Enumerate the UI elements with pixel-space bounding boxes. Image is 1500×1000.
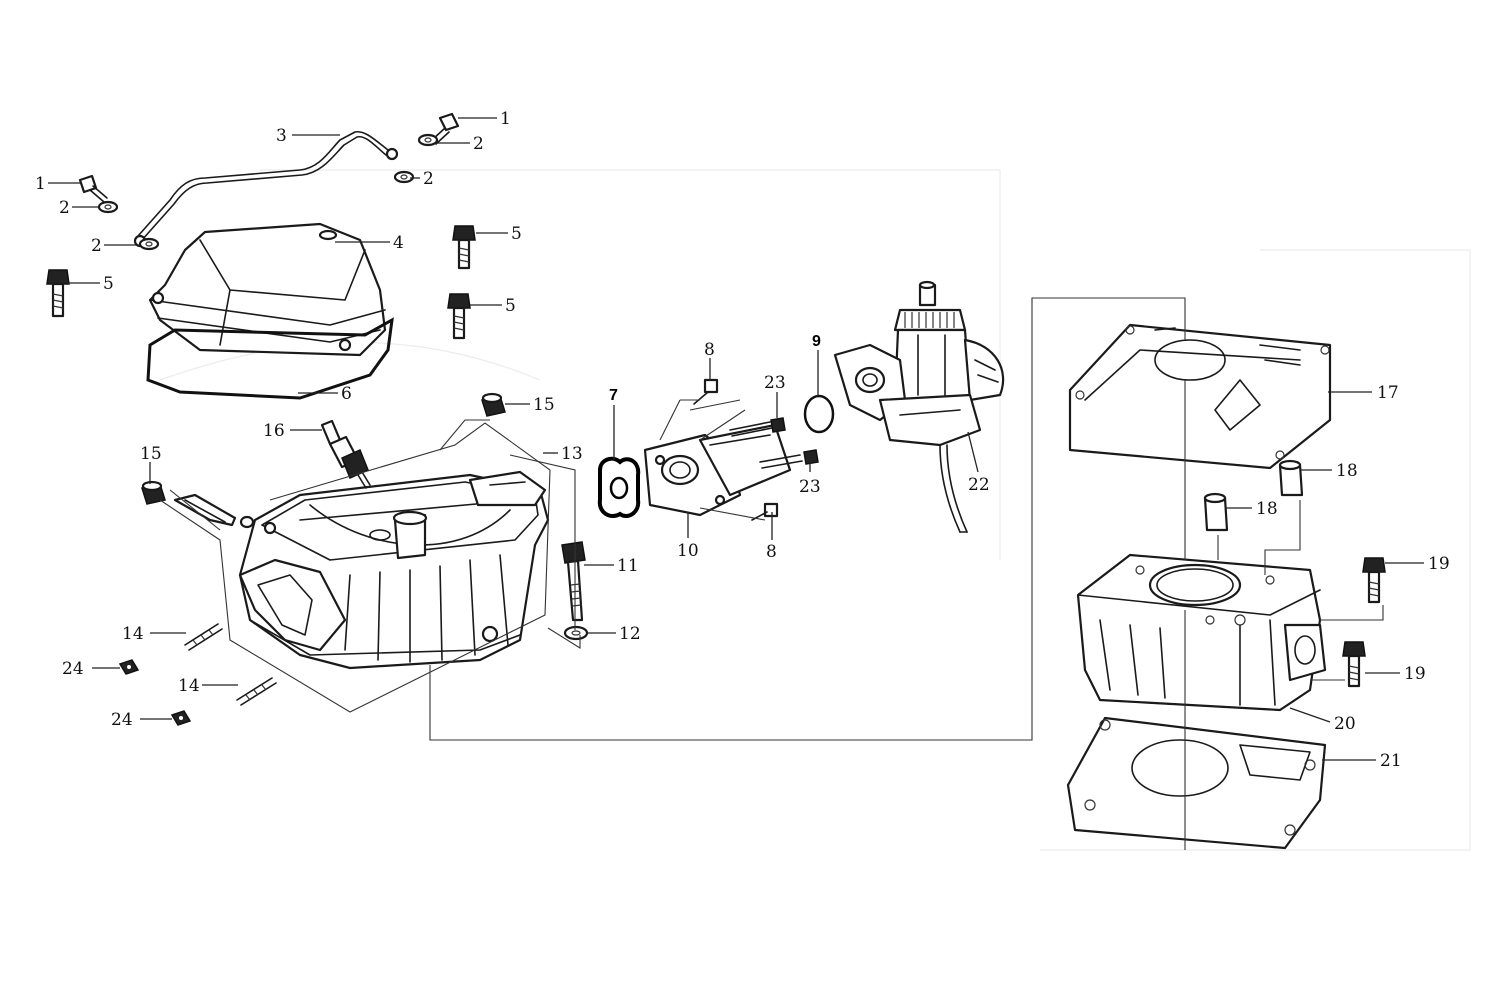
- cylinder-bolt-part-19-group: [1342, 557, 1386, 688]
- breather-pipe-part-3: [133, 130, 399, 248]
- callout-20: 20: [1334, 714, 1356, 734]
- callout-2-lower-left: 2: [91, 236, 102, 256]
- callout-1-left: 1: [35, 174, 46, 194]
- callout-5-lower: 5: [505, 296, 516, 316]
- cylinder-block-part-20: [1076, 553, 1327, 712]
- callout-19-lower: 19: [1404, 664, 1426, 684]
- callout-18-lower: 18: [1256, 499, 1278, 519]
- callout-15-upper: 15: [533, 395, 555, 415]
- inlet-gasket-part-7: [597, 456, 641, 519]
- callout-2-upper-right: 2: [473, 134, 484, 154]
- callout-6: 6: [341, 384, 352, 404]
- head-gasket-part-17: [1068, 323, 1332, 470]
- callout-14-upper: 14: [122, 624, 144, 644]
- o-ring-part-9: [803, 394, 835, 434]
- base-gasket-part-21: [1066, 716, 1327, 850]
- callout-24-upper: 24: [62, 659, 84, 679]
- callout-18-upper: 18: [1336, 461, 1358, 481]
- callout-labels: 1 2 2 1 2 2 3 4 5 5 5 6 15 16 15 13 11 1…: [35, 109, 1450, 771]
- callout-8-lower: 8: [766, 542, 777, 562]
- callout-15-left: 15: [140, 444, 162, 464]
- inlet-bolts-part-8: [693, 378, 779, 521]
- bolt-part-5-group: [46, 225, 476, 340]
- callout-3: 3: [276, 126, 287, 146]
- callout-19-upper: 19: [1428, 554, 1450, 574]
- callout-14-lower: 14: [178, 676, 200, 696]
- callout-13: 13: [561, 444, 583, 464]
- callout-21: 21: [1380, 751, 1402, 771]
- callout-9: 9: [812, 333, 821, 350]
- callout-24-lower: 24: [111, 710, 133, 730]
- carburetor-part-22: [833, 280, 1005, 533]
- bolt-part-11: [561, 541, 586, 622]
- callout-10: 10: [677, 541, 699, 561]
- leader-lines: [48, 117, 1424, 761]
- callout-1-right: 1: [500, 109, 511, 129]
- stud-part-14-group: [184, 623, 277, 706]
- stud-bolt-left-part-15b: [173, 493, 255, 529]
- callout-16: 16: [263, 421, 285, 441]
- callout-22: 22: [968, 475, 990, 495]
- bolt-part-1-left: [78, 174, 108, 203]
- callout-17: 17: [1377, 383, 1399, 403]
- inlet-pipe-part-10: [643, 423, 792, 517]
- assembly-bracket-lines: [159, 297, 1384, 850]
- callout-12: 12: [619, 624, 641, 644]
- callout-4: 4: [393, 233, 404, 253]
- dowel-pin-part-18-group: [1203, 459, 1304, 532]
- bolt-part-1-right: [431, 112, 460, 145]
- callout-7: 7: [609, 387, 618, 404]
- spark-plug-part-16: [320, 419, 371, 489]
- washer-part-12: [563, 625, 589, 641]
- cylinder-head-part-13: [238, 470, 550, 670]
- callout-8-upper: 8: [704, 340, 715, 360]
- cap-nut-part-15-group: [141, 392, 506, 505]
- washer-part-2-group: [97, 133, 439, 251]
- callout-23-upper: 23: [764, 373, 786, 393]
- inlet-studs-part-23: [729, 417, 819, 469]
- callout-23-lower: 23: [799, 477, 821, 497]
- nut-part-24-group: [118, 659, 192, 726]
- callout-11: 11: [617, 556, 639, 576]
- callout-5-upper: 5: [511, 224, 522, 244]
- valve-cover-gasket-part-6: [146, 317, 394, 400]
- callout-2-left: 2: [59, 198, 70, 218]
- callout-5-left: 5: [103, 274, 114, 294]
- callout-2-mid-right: 2: [423, 169, 434, 189]
